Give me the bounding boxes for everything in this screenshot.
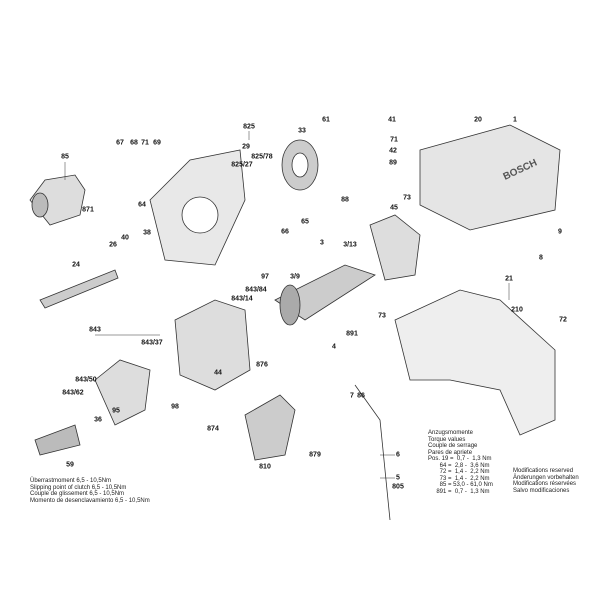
- cable: [354, 384, 391, 521]
- part-label: 843/37: [141, 339, 163, 347]
- part-label: 825: [243, 123, 255, 131]
- part-label: 3/9: [290, 273, 300, 281]
- part-label: 3/13: [343, 241, 357, 249]
- part-label: 98: [171, 403, 179, 411]
- part-label: 40: [121, 234, 129, 242]
- chuck: [29, 174, 86, 226]
- part-label: 36: [94, 416, 102, 424]
- part-label: 85: [61, 153, 69, 161]
- part-label: 8: [539, 254, 543, 262]
- part-label: 88: [341, 196, 349, 204]
- field-winding: [369, 214, 421, 281]
- part-label: 42: [389, 147, 397, 155]
- part-label: 805: [392, 483, 404, 491]
- part-label: 72: [559, 316, 567, 324]
- modifications-note: Modifications reserved Änderungen vorbeh…: [513, 468, 579, 494]
- intermediate-flange: [174, 299, 251, 391]
- part-label: 29: [242, 143, 250, 151]
- part-label: 38: [143, 229, 151, 237]
- part-label: 26: [109, 241, 117, 249]
- part-label: 71: [390, 136, 398, 144]
- part-label: 843/84: [245, 286, 267, 294]
- part-label: 9: [558, 228, 562, 236]
- part-label: 21: [505, 275, 513, 283]
- part-label: 4: [332, 343, 336, 351]
- part-label: 871: [82, 206, 94, 214]
- part-label: 810: [259, 463, 271, 471]
- part-label: 69: [153, 139, 161, 147]
- part-label: 64: [138, 201, 146, 209]
- part-label: 66: [281, 228, 289, 236]
- part-label: 95: [112, 407, 120, 415]
- gear: [281, 139, 319, 191]
- drive-pinion: [34, 424, 81, 456]
- part-label: 5: [396, 474, 400, 482]
- clutch-housing: [94, 359, 151, 426]
- part-label: 67: [116, 139, 124, 147]
- part-label: 73: [403, 194, 411, 202]
- part-label: 825/27: [231, 161, 253, 169]
- part-label: 874: [207, 425, 219, 433]
- part-label: 61: [322, 116, 330, 124]
- part-label: 86: [357, 392, 365, 400]
- part-label: 59: [66, 461, 74, 469]
- part-label: 843/62: [62, 389, 84, 397]
- part-label: 7: [350, 392, 354, 400]
- part-label: 1: [513, 116, 517, 124]
- handle-shell: [394, 289, 556, 436]
- part-label: 843/14: [231, 295, 253, 303]
- torque-values-note: Anzugsmomente Torque values Couple de se…: [428, 430, 493, 495]
- part-label: 6: [396, 451, 400, 459]
- part-label: 24: [72, 261, 80, 269]
- part-label: 68: [130, 139, 138, 147]
- part-label: 33: [298, 127, 306, 135]
- clutch-torque-note: Überrastmoment 6,5 - 10,5Nm Slipping poi…: [30, 478, 150, 504]
- part-label: 20: [474, 116, 482, 124]
- part-label: 73: [378, 312, 386, 320]
- armature: [274, 264, 376, 326]
- part-label: 97: [261, 273, 269, 281]
- part-label: 44: [214, 369, 222, 377]
- part-label: 825/78: [251, 153, 273, 161]
- part-label: 879: [309, 451, 321, 459]
- leader-lines: [64, 131, 510, 479]
- part-label: 3: [320, 239, 324, 247]
- switch: [244, 394, 296, 461]
- gear-housing: [149, 149, 246, 266]
- part-label: 89: [389, 159, 397, 167]
- part-label: 71: [141, 139, 149, 147]
- part-label: 891: [346, 330, 358, 338]
- part-label: 210: [511, 306, 523, 314]
- part-label: 41: [388, 116, 396, 124]
- part-label: 843/50: [75, 376, 97, 384]
- part-label: 65: [301, 218, 309, 226]
- spindle: [39, 269, 119, 309]
- part-label: 45: [390, 204, 398, 212]
- part-label: 843: [89, 326, 101, 334]
- motor-housing: BOSCH: [419, 124, 561, 231]
- part-label: 876: [256, 361, 268, 369]
